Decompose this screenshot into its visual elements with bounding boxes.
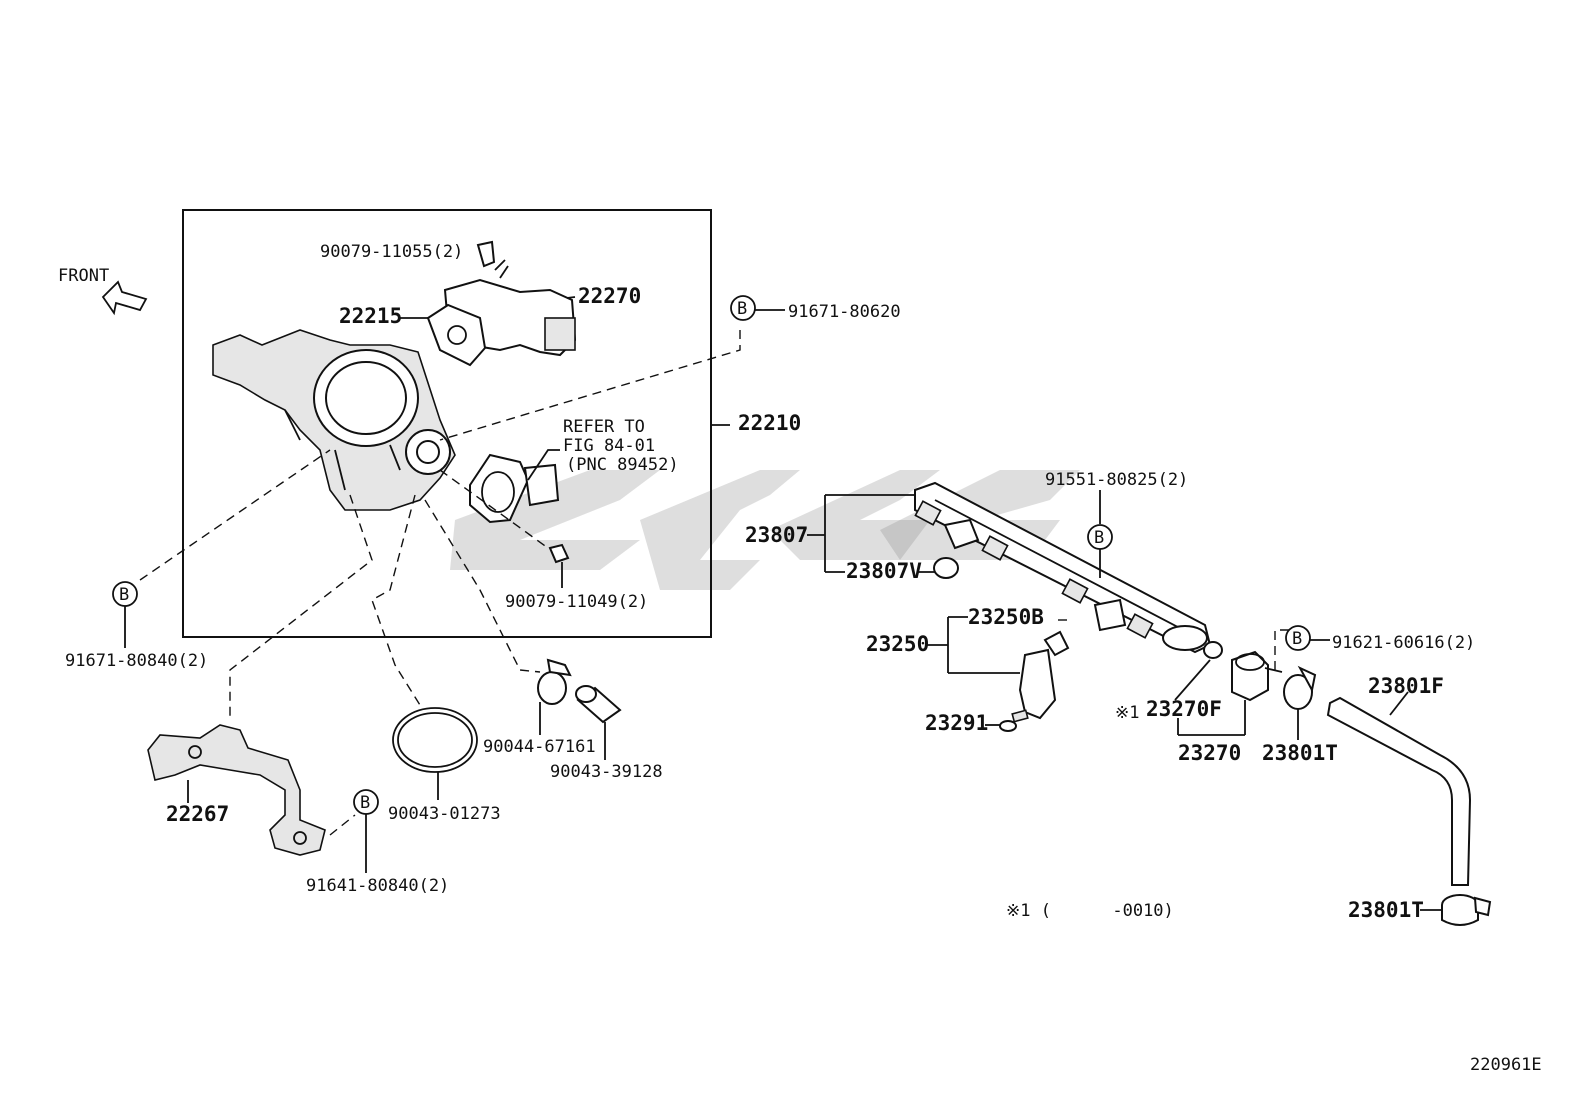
label-91621-60616: 91621-60616(2): [1332, 633, 1475, 653]
label-90079-11055: 90079-11055(2): [320, 242, 463, 262]
clamp-90044-part: [537, 658, 572, 705]
callout-b-5-letter: B: [1292, 629, 1302, 649]
refer-line-1: REFER TO: [563, 417, 645, 437]
bracket-22267-part: [147, 724, 326, 856]
label-23801F: 23801F: [1368, 674, 1444, 698]
label-22210: 22210: [738, 411, 801, 435]
label-23807V: 23807V: [846, 559, 922, 583]
oring-23291-part: [999, 720, 1017, 732]
label-22215: 22215: [339, 304, 402, 328]
label-23801T-b: 23801T: [1348, 898, 1424, 922]
label-23270F: 23270F: [1146, 697, 1222, 721]
fuel-hose-23801f-part: [1326, 696, 1472, 886]
assembly-box-22210: [182, 209, 712, 638]
label-91671-80840: 91671-80840(2): [65, 651, 208, 671]
fuel-rail-part: [914, 481, 1212, 654]
label-23801T-a: 23801T: [1262, 741, 1338, 765]
refer-line-2: FIG 84-01: [563, 436, 655, 456]
label-23250B: 23250B: [968, 605, 1044, 629]
hose-90043-part: [575, 685, 622, 724]
label-91551-80825: 91551-80825(2): [1045, 470, 1188, 490]
throttle-body-part: [212, 329, 456, 511]
screw-90079-11049: [548, 543, 570, 588]
oring-part: [392, 707, 478, 773]
insulator-23807v-part: [933, 557, 959, 579]
label-22267: 22267: [166, 802, 229, 826]
callout-b-1-letter: B: [737, 299, 747, 319]
label-23291: 23291: [925, 711, 988, 735]
refer-line-3: (PNC 89452): [566, 455, 679, 475]
label-90079-11049: 90079-11049(2): [505, 592, 648, 612]
front-label: FRONT: [58, 266, 109, 286]
injector-part: [1011, 630, 1070, 723]
footnote: ※1 ( -0010): [1006, 901, 1174, 921]
label-90044-67161: 90044-67161: [483, 737, 596, 757]
label-23250: 23250: [866, 632, 929, 656]
callout-b-3-letter: B: [360, 793, 370, 813]
label-23270: 23270: [1178, 741, 1241, 765]
callout-b-1: [730, 295, 756, 321]
iac-valve-part: [426, 240, 577, 367]
label-91641-80840: 91641-80840(2): [306, 876, 449, 896]
figure-id: 220961E: [1470, 1055, 1542, 1075]
note-mark: ※1: [1115, 703, 1139, 723]
throttle-sensor-part: [469, 453, 560, 524]
clamp-23801t-b-part: [1441, 894, 1492, 926]
callout-b-2-letter: B: [119, 585, 129, 605]
label-91671-80620: 91671-80620: [788, 302, 901, 322]
front-arrow-icon: [101, 280, 148, 316]
label-22270: 22270: [578, 284, 641, 308]
label-23807: 23807: [745, 523, 808, 547]
label-90043-01273: 90043-01273: [388, 804, 501, 824]
label-90043-39128: 90043-39128: [550, 762, 663, 782]
clamp-23801t-part: [1283, 665, 1317, 710]
callout-b-5: [1285, 625, 1311, 651]
callout-b-4-letter: B: [1094, 528, 1104, 548]
pressure-regulator-part: [1203, 641, 1283, 702]
front-indicator: FRONT: [58, 266, 148, 316]
